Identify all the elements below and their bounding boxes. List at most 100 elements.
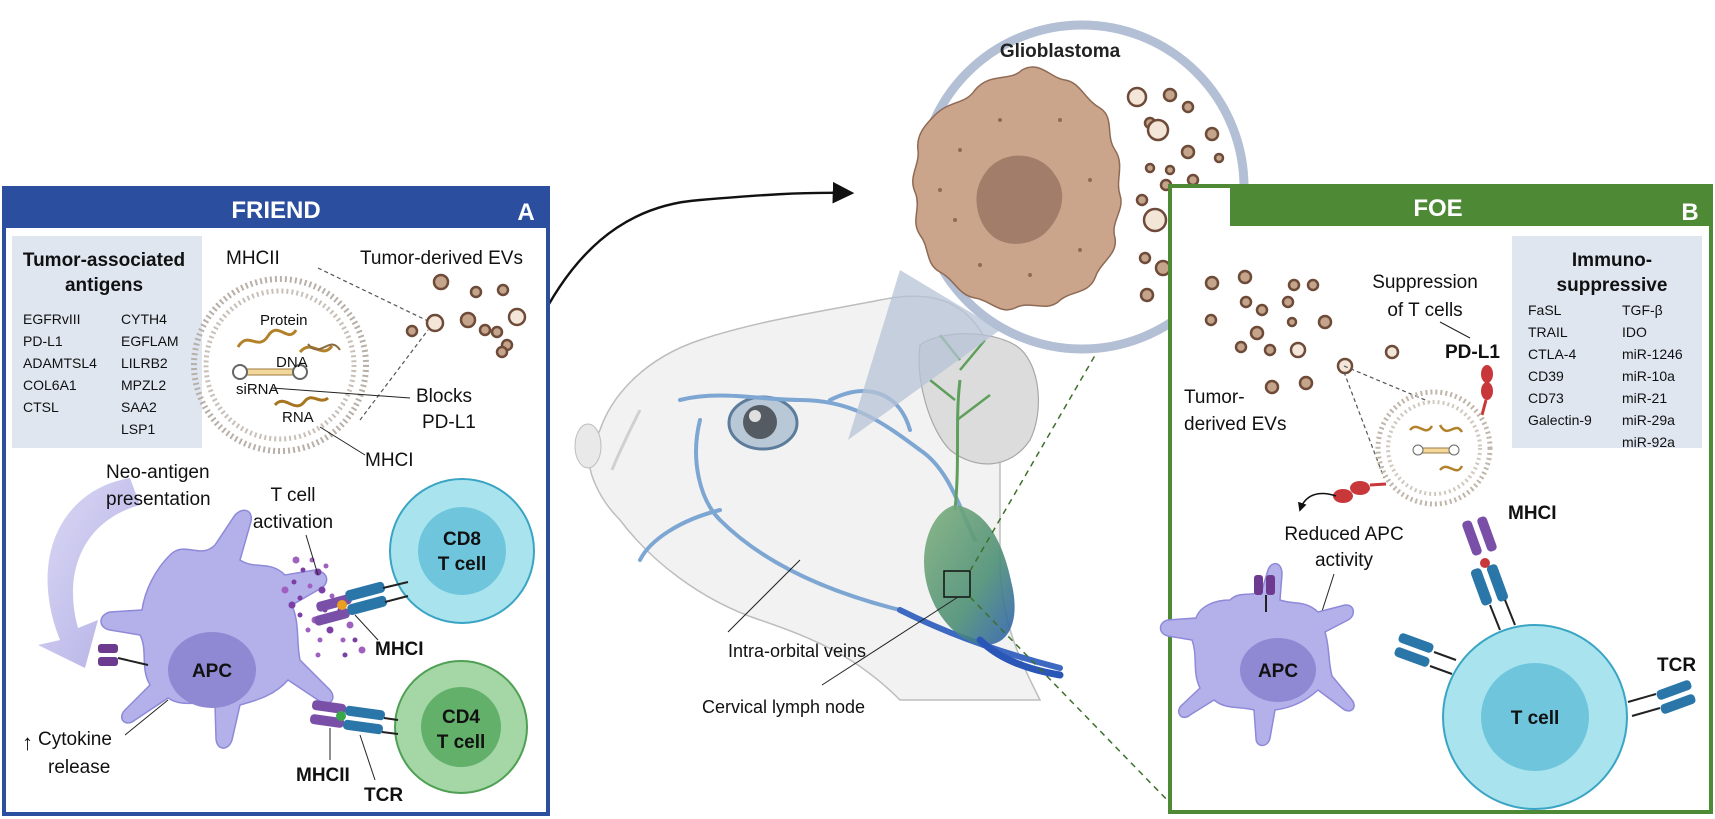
ev-particle <box>1298 375 1314 391</box>
ev-particle <box>1154 259 1172 277</box>
suppression-label-line1: Suppression <box>1372 272 1478 293</box>
ev-particle <box>469 285 483 299</box>
tumor-derived-evs-a-label: Tumor-derived EVs <box>360 248 523 269</box>
immunosuppressive-list-item: miR-1246 <box>1622 346 1683 362</box>
ev-mhci-label: MHCI <box>365 450 414 471</box>
taa-list-item: PD-L1 <box>23 333 63 349</box>
imm-title-line1: Immuno- <box>1572 250 1652 271</box>
taa-list-item: EGFLAM <box>121 333 179 349</box>
mhcii-b-receptor-icon <box>1254 575 1275 612</box>
foe-title: FOE <box>1413 195 1462 222</box>
intra-orbital-veins-label: Intra-orbital veins <box>728 641 866 661</box>
mhci-tcr-complex-icon <box>314 581 409 626</box>
cytokine-dot <box>358 646 366 654</box>
ev-particle <box>1204 313 1218 327</box>
taa-list-item: SAA2 <box>121 399 157 415</box>
ev-particle <box>1126 86 1148 108</box>
cytokine-dot <box>315 652 321 658</box>
ev-particle <box>432 273 450 291</box>
ev-particle <box>1237 269 1253 285</box>
immunosuppressive-list-item: miR-29a <box>1622 412 1675 428</box>
cd8-label-line1: CD8 <box>443 529 481 550</box>
tcr-b-right-icon <box>1627 680 1696 717</box>
ev-particle <box>1146 118 1170 142</box>
taa-list-item: COL6A1 <box>23 377 77 393</box>
cytokine-dot <box>340 637 346 643</box>
cd4-label-line2: T cell <box>437 732 486 753</box>
friend-title: FRIEND <box>231 197 320 224</box>
ev-particle <box>1138 251 1152 265</box>
friend-panel: FRIEND A Tumor-associated antigens EGFRv… <box>2 186 550 816</box>
ev-particle <box>1289 341 1307 359</box>
mhci-tcr-complex-b-icon <box>1462 516 1516 631</box>
immunosuppressive-list-item: IDO <box>1622 324 1647 340</box>
immunosuppressive-list-item: TRAIL <box>1528 324 1568 340</box>
pdl1-free-icon <box>1333 481 1387 503</box>
taa-list-item: ADAMTSL4 <box>23 355 97 371</box>
immunosuppressive-list-item: CD73 <box>1528 390 1564 406</box>
ev-particle <box>1249 325 1265 341</box>
ev-particle <box>1204 126 1220 142</box>
panel-letter-a: A <box>517 199 534 226</box>
immunosuppressive-list-item: CTLA-4 <box>1528 346 1576 362</box>
tumor-evs-b-line1: Tumor- <box>1184 387 1245 408</box>
ev-particle <box>1384 344 1400 360</box>
taa-list-item: EGFRvIII <box>23 311 81 327</box>
cervical-lymph-node-label: Cervical lymph node <box>702 697 865 717</box>
cytokine-arrow-icon: ↑ <box>22 730 33 755</box>
apc-a-label: APC <box>192 661 232 682</box>
ev-particle <box>425 313 445 333</box>
glioblastoma-title: Glioblastoma <box>1000 41 1121 62</box>
t-cell-activation-line1: T cell <box>270 485 315 506</box>
cytokine-dot <box>323 563 329 569</box>
cytokine-dot <box>346 621 354 629</box>
tcr-b-left-icon <box>1394 633 1457 675</box>
cytokine-dot <box>297 595 303 601</box>
taa-list-item: CYTH4 <box>121 311 167 327</box>
cytokine-dot <box>352 637 358 643</box>
ev-particle <box>1213 152 1225 164</box>
blocks-label-line2: PD-L1 <box>422 412 476 433</box>
ev-particle <box>1162 87 1178 103</box>
apc-b-label: APC <box>1258 661 1298 682</box>
pdl1-receptor-icon <box>1480 365 1493 416</box>
ev-particle <box>490 325 504 339</box>
immunosuppressive-list-item: TGF-β <box>1622 302 1663 318</box>
taa-list-item: LSP1 <box>121 421 155 437</box>
tcr-b-label: TCR <box>1657 655 1696 676</box>
panel-letter-b: B <box>1681 199 1698 226</box>
taa-title-line2: antigens <box>65 275 143 296</box>
ev-particle <box>1306 278 1320 292</box>
imm-title-line2: suppressive <box>1557 275 1668 296</box>
ev-particle <box>495 345 509 359</box>
ev-particle <box>1181 100 1195 114</box>
ev-protein-label: Protein <box>260 312 308 329</box>
immunosuppressive-list-item: Galectin-9 <box>1528 412 1592 428</box>
mouse-head-illustration <box>574 295 1173 806</box>
neo-antigen-label-line1: Neo-antigen <box>106 462 210 483</box>
ev-particle <box>1263 343 1277 357</box>
t-cell-b-label: T cell <box>1511 708 1560 729</box>
mhcii-a-label: MHCII <box>296 765 350 786</box>
reduced-apc-line2: activity <box>1315 550 1374 571</box>
ev-particle <box>1139 287 1155 303</box>
ev-particle <box>1317 314 1333 330</box>
neo-antigen-arrow <box>38 478 140 668</box>
ev-particle <box>405 324 419 338</box>
ev-particle <box>1180 144 1196 160</box>
taa-list-item: LILRB2 <box>121 355 168 371</box>
immunosuppressive-box <box>1512 236 1702 448</box>
immunosuppressive-list-item: miR-10a <box>1622 368 1675 384</box>
ev-particle <box>459 311 477 329</box>
taa-title-line1: Tumor-associated <box>23 250 185 271</box>
ev-particle <box>1164 164 1176 176</box>
cytokine-dot <box>291 579 297 585</box>
ev-particle <box>1234 340 1248 354</box>
tumor-evs-b-line2: derived EVs <box>1184 414 1286 435</box>
glioblastoma-zoom: Glioblastoma <box>912 20 1249 354</box>
cytokine-dot <box>297 612 303 618</box>
cytokine-dot <box>288 601 296 609</box>
cytokine-dot <box>305 627 311 633</box>
ev-particle <box>1186 173 1200 187</box>
immunosuppressive-list-item: miR-21 <box>1622 390 1667 406</box>
